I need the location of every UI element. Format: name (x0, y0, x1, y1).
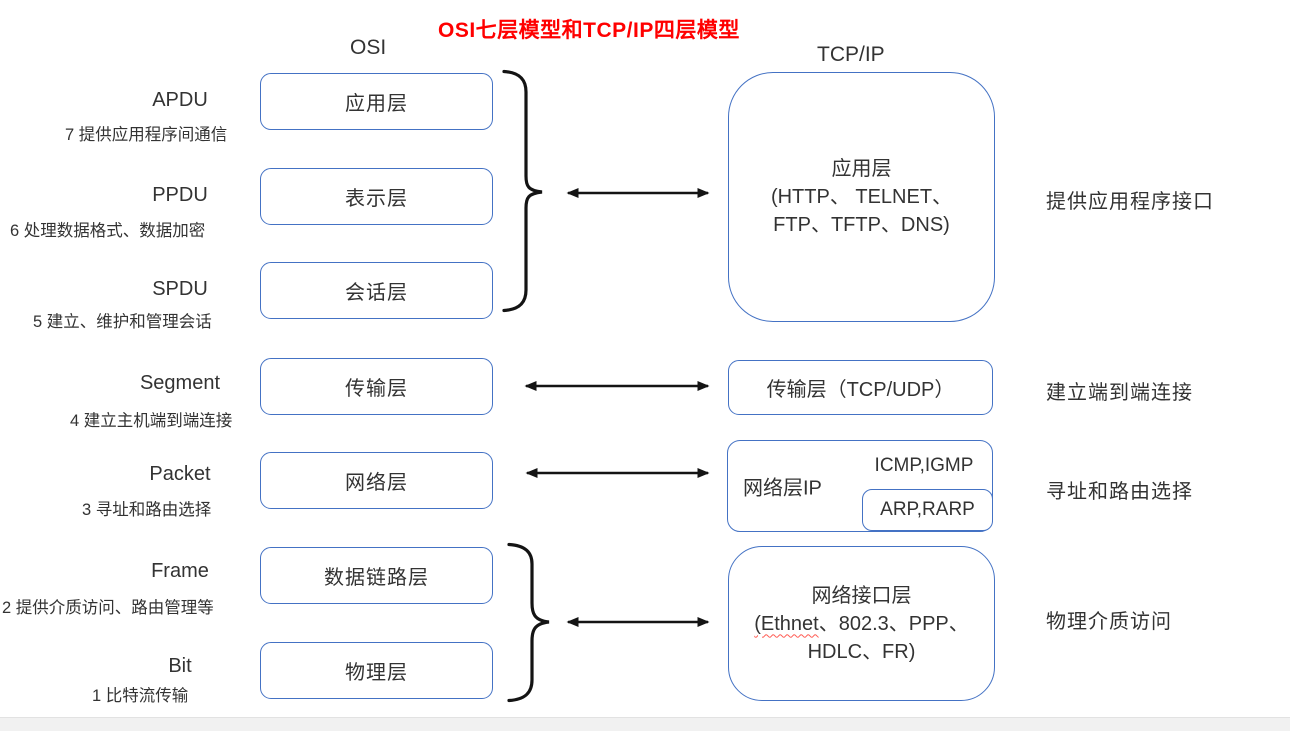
osi-layer7-description: 7 提供应用程序间通信 (65, 126, 228, 144)
osi-box-transport: 传输层 (260, 358, 493, 415)
brace-upper-group-icon (502, 69, 543, 313)
osi-box-presentation-label: 表示层 (345, 188, 408, 210)
tcpip-box-application: 应用层 (HTTP、 TELNET、 FTP、TFTP、DNS) (728, 72, 995, 322)
osi-box-datalink-label: 数据链路层 (324, 567, 429, 589)
tcpip-interface-protocols-line2: HDLC、FR) (807, 640, 916, 663)
osi-column-header: OSI (350, 36, 387, 59)
horizontal-scrollbar-track[interactable] (0, 717, 1290, 731)
osi-box-network-label: 网络层 (345, 472, 408, 494)
brace-lower-group-icon (507, 542, 550, 703)
osi-box-session: 会话层 (260, 262, 493, 319)
diagram-title: OSI七层模型和TCP/IP四层模型 (438, 19, 740, 42)
osi-pdu-label-spdu: SPDU (152, 278, 208, 300)
osi-pdu-label-ppdu: PPDU (152, 184, 208, 206)
osi-pdu-label-frame: Frame (151, 560, 209, 582)
osi-pdu-label-segment: Segment (139, 372, 221, 394)
annotation-interface: 物理介质访问 (1046, 611, 1172, 633)
tcpip-box-network: 网络层IP ICMP,IGMP ARP,RARP (727, 440, 993, 532)
osi-layer6-description: 6 处理数据格式、数据加密 (10, 222, 206, 240)
tcpip-interface-title: 网络接口层 (811, 584, 912, 607)
tcpip-transport-label: 传输层（TCP/UDP） (766, 379, 955, 401)
osi-box-datalink: 数据链路层 (260, 547, 493, 604)
osi-box-physical: 物理层 (260, 642, 493, 699)
osi-box-application-label: 应用层 (345, 93, 408, 115)
osi-pdu-label-packet: Packet (149, 463, 211, 485)
tcpip-interface-protocols-line1-rest: 、802.3、PPP、 (818, 612, 969, 635)
tcpip-network-label: 网络层IP (743, 477, 822, 500)
osi-layer3-description: 3 寻址和路由选择 (82, 501, 212, 519)
osi-box-transport-label: 传输层 (345, 378, 408, 400)
tcpip-column-header: TCP/IP (817, 43, 885, 66)
osi-box-session-label: 会话层 (345, 282, 408, 304)
osi-layer5-description: 5 建立、维护和管理会话 (33, 313, 212, 331)
tcpip-network-arp-label: ARP,RARP (880, 499, 975, 520)
tcpip-application-protocols-line2: FTP、TFTP、DNS) (773, 214, 950, 236)
tcpip-network-arp-box: ARP,RARP (862, 489, 993, 531)
annotation-application: 提供应用程序接口 (1046, 191, 1214, 213)
tcpip-application-protocols-line1: (HTTP、 TELNET、 (770, 186, 953, 208)
annotation-transport: 建立端到端连接 (1046, 382, 1193, 404)
tcpip-application-title: 应用层 (831, 158, 892, 180)
osi-box-presentation: 表示层 (260, 168, 493, 225)
tcpip-network-upper-protocols: ICMP,IGMP (874, 455, 974, 476)
osi-box-network: 网络层 (260, 452, 493, 509)
osi-pdu-label-bit: Bit (168, 655, 192, 677)
osi-pdu-label-apdu: APDU (152, 89, 208, 111)
tcpip-box-transport: 传输层（TCP/UDP） (728, 360, 993, 415)
tcpip-box-interface: 网络接口层 (Ethnet、802.3、PPP、 HDLC、FR) (728, 546, 995, 701)
osi-box-physical-label: 物理层 (345, 662, 408, 684)
tcpip-interface-protocols-line1: (Ethnet、802.3、PPP、 (754, 610, 969, 638)
misspelled-ethnet-text: (Ethnet (754, 612, 819, 635)
osi-layer2-description: 2 提供介质访问、路由管理等 (2, 599, 214, 617)
osi-layer4-description: 4 建立主机端到端连接 (70, 412, 233, 430)
osi-layer1-description: 1 比特流传输 (92, 687, 189, 705)
annotation-network: 寻址和路由选择 (1046, 481, 1193, 503)
osi-box-application: 应用层 (260, 73, 493, 130)
